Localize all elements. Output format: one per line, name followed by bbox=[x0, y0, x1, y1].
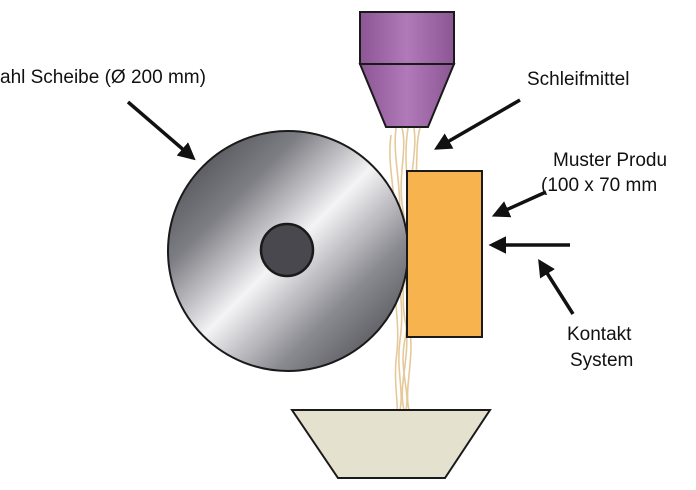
wheel-label: ahl Scheibe (Ø 200 mm) bbox=[0, 67, 206, 88]
sample-label-line2: (100 x 70 mm bbox=[541, 175, 657, 196]
contact-system-arrow bbox=[538, 259, 575, 315]
abrasive-hopper bbox=[358, 11, 456, 128]
sample-product bbox=[406, 170, 483, 338]
contact-label-line1: Kontakt bbox=[567, 324, 632, 345]
sample-label-line1: Muster Produ bbox=[553, 150, 667, 171]
collector-tray bbox=[290, 409, 492, 479]
steel-wheel bbox=[167, 130, 409, 372]
abrasive-label: Schleifmittel bbox=[527, 69, 629, 90]
wheel-hub bbox=[259, 222, 315, 278]
sample-arrow bbox=[491, 190, 547, 218]
abrasive-arrow bbox=[433, 98, 521, 150]
contact-label-line2: System bbox=[570, 350, 633, 371]
wheel-arrow bbox=[126, 100, 196, 161]
